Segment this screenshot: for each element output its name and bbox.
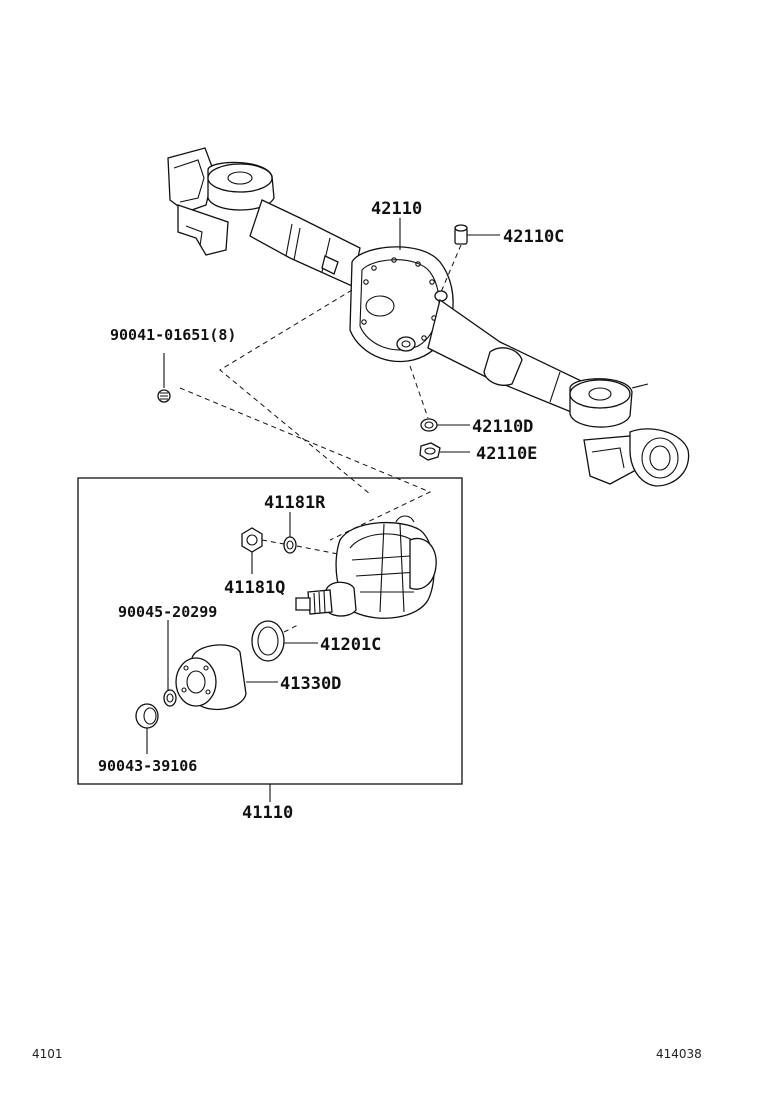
footer-right-code: 414038	[656, 1047, 702, 1061]
label-gasket: 42110D	[472, 417, 533, 437]
seal-part	[251, 620, 285, 662]
label-bolt: 90041-01651(8)	[110, 326, 236, 344]
label-oil-seal: 90045-20299	[118, 603, 217, 621]
flange-part	[175, 644, 247, 711]
label-housing: 42110	[371, 199, 422, 219]
leader-lines-box	[146, 512, 339, 754]
axle-housing	[167, 147, 690, 487]
label-washer: 41181R	[264, 493, 326, 513]
label-seal: 41201C	[320, 635, 381, 655]
label-carrier-assembly: 41110	[242, 803, 293, 823]
label-plug: 42110E	[476, 444, 537, 464]
washer-part	[283, 536, 297, 554]
label-breather: 42110C	[503, 227, 564, 247]
footer-left-code: 4101	[32, 1047, 63, 1061]
dust-deflector-part	[135, 703, 159, 729]
plug-part	[419, 442, 441, 461]
bolt-part	[157, 389, 171, 403]
label-dust-deflector: 90043-39106	[98, 757, 197, 775]
breather-part	[454, 224, 468, 245]
nut-part	[241, 527, 263, 553]
label-nut: 41181Q	[224, 578, 285, 598]
gasket-part	[420, 418, 438, 432]
leader-lines-upper	[163, 218, 500, 541]
differential-carrier	[295, 515, 437, 619]
oil-seal-part	[163, 689, 177, 707]
label-flange: 41330D	[280, 674, 341, 694]
